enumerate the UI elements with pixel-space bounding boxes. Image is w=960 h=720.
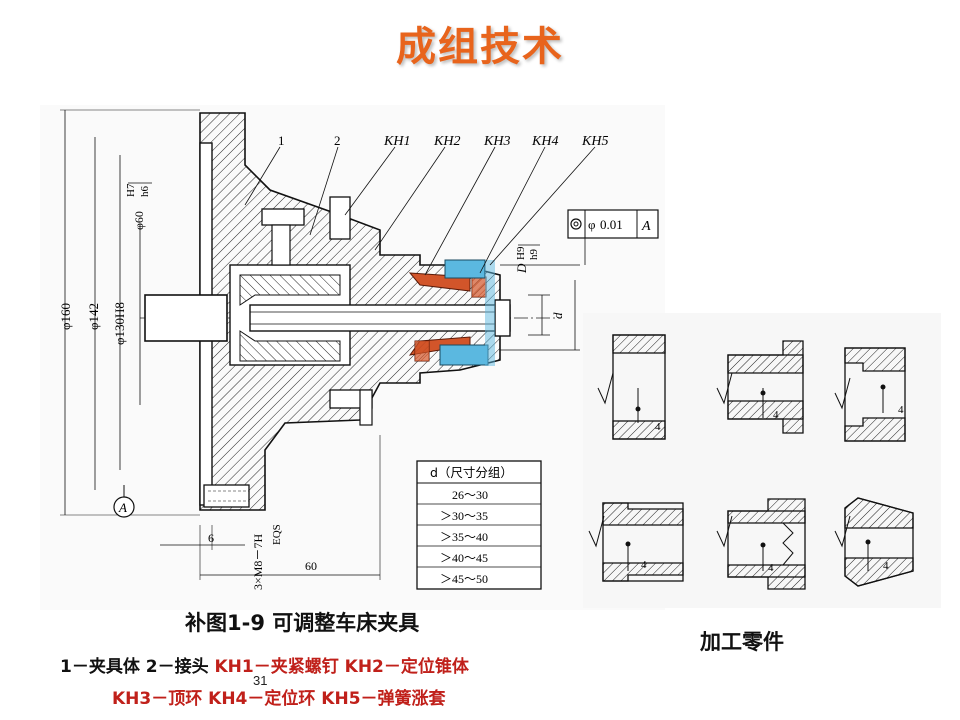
roughness-value-4: 4 [641,559,647,571]
roughness-value-2: 4 [773,409,779,421]
kh2-label: KH2 [433,134,460,149]
roughness-value-3: 4 [898,404,904,416]
datum-A: A [118,500,127,515]
parts-drawing-svg: 4 4 4 4 4 4 [588,334,914,590]
size-row-4: ＞40～45 [440,551,488,565]
size-table-header: d（尺寸分组） [430,465,513,480]
dim-142: φ142 [86,303,101,330]
size-row-2: ＞30～35 [440,509,488,523]
roughness-value-1: 4 [655,421,661,433]
size-row-3: ＞35～40 [440,530,488,544]
callout-1: 1 [278,133,285,148]
size-row-5: ＞45～50 [440,572,488,586]
dim-d: d [550,312,565,319]
tolerance-datum: A [641,219,651,234]
dim-h6: h6 [139,186,151,198]
tolerance-symbol: φ [588,217,596,232]
dim-6: 6 [208,531,214,545]
kh1-label: KH1 [383,134,410,149]
dim-160: φ160 [58,303,73,330]
size-table: d（尺寸分组） 26～30 ＞30～35 ＞35～40 ＞40～45 ＞45～5… [416,460,542,590]
legend-red-text-2: KH3－顶环 KH4－定位环 KH5－弹簧涨套 [112,689,446,709]
dim-130: φ130H8 [112,302,127,345]
dim-H9: H9 [515,246,527,260]
dim-H7: H7 [125,183,137,197]
kh3-label: KH3 [483,134,510,149]
tolerance-frame [567,209,659,239]
size-row-1: 26～30 [452,488,488,502]
legend-line-1: 1－夹具体 2－接头 KH1－夹紧螺钉 KH2－定位锥体 [60,652,469,677]
slide-title: 成组技术 [396,24,564,70]
dim-60: φ60 [132,211,146,230]
dim-eqs: EQS [271,524,283,545]
legend-black-text: 1－夹具体 2－接头 [60,657,215,677]
page-number: 31 [253,673,268,688]
roughness-value-6: 4 [883,560,889,572]
legend-red-text-1: KH1－夹紧螺钉 KH2－定位锥体 [214,657,469,677]
fixture-caption: 补图1-9 可调整车床夹具 [185,611,420,635]
legend-line-2: KH3－顶环 KH4－定位环 KH5－弹簧涨套 [112,684,446,709]
dim-thread: 3×M8－7H [251,534,265,590]
kh4-label: KH4 [531,134,558,149]
roughness-value-5: 4 [768,562,774,574]
parts-caption: 加工零件 [700,630,784,654]
dim-h9: h9 [528,249,540,261]
dim-60-len: 60 [305,559,317,573]
dim-D: D [514,263,529,274]
kh5-label: KH5 [581,134,608,149]
fixture-drawing-svg: φ 0.01 A D H9 h9 d 1 2 KH1 KH2 KH3 KH4 K… [58,109,659,590]
fixture-drawing: φ 0.01 A D H9 h9 d 1 2 KH1 KH2 KH3 KH4 K… [40,105,665,610]
tolerance-value: 0.01 [600,217,623,232]
parts-drawing: 4 4 4 4 4 4 [583,313,941,608]
callout-2: 2 [334,133,341,148]
